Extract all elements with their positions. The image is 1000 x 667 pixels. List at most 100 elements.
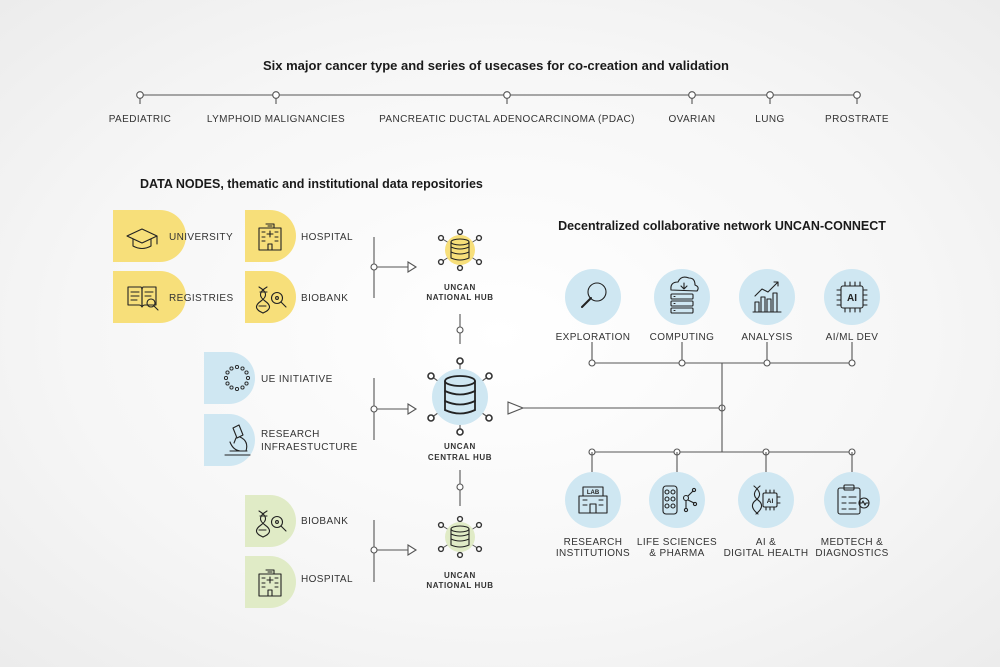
svg-text:UNCAN: UNCAN xyxy=(444,571,476,580)
svg-text:REGISTRIES: REGISTRIES xyxy=(169,293,234,304)
bar-chart-icon xyxy=(752,281,782,313)
lab-sign-label: LAB xyxy=(587,490,600,496)
group1-connector xyxy=(370,237,418,298)
svg-text:BIOBANK: BIOBANK xyxy=(301,293,348,304)
svg-text:HOSPITAL: HOSPITAL xyxy=(301,232,353,243)
timeline-title: Six major cancer type and series of usec… xyxy=(263,58,729,73)
service-analysis: ANALYSIS xyxy=(739,269,795,343)
stakeholder-ai-digital-health: AI AI & DIGITAL HEALTH xyxy=(724,472,809,559)
arrow-icon xyxy=(507,401,525,415)
hub-nodes xyxy=(437,228,483,272)
arrow-icon xyxy=(407,261,418,273)
hub-links xyxy=(456,314,464,506)
database-icon xyxy=(450,525,470,548)
data-nodes-title: DATA NODES, thematic and institutional d… xyxy=(140,177,483,191)
svg-text:PROSTRATE: PROSTRATE xyxy=(825,114,889,125)
timeline-node-pdac: PANCREATIC DUCTAL ADENOCARCINOMA (PDAC) xyxy=(379,91,635,125)
svg-text:BIOBANK: BIOBANK xyxy=(301,516,348,527)
svg-text:DIGITAL HEALTH: DIGITAL HEALTH xyxy=(724,548,809,559)
svg-text:PANCREATIC DUCTAL ADENOCARCINO: PANCREATIC DUCTAL ADENOCARCINOMA (PDAC) xyxy=(379,114,635,125)
hub-circle xyxy=(432,369,488,425)
svg-text:INSTITUTIONS: INSTITUTIONS xyxy=(556,548,630,559)
hub-nodes xyxy=(427,357,493,436)
timeline-node-prostrate: PROSTRATE xyxy=(825,91,889,125)
svg-text:LYMPHOID MALIGNANCIES: LYMPHOID MALIGNANCIES xyxy=(207,114,345,125)
service-ai-ml-dev: AI AI/ML DEV xyxy=(824,269,880,343)
hospital-building-icon xyxy=(258,569,282,597)
arrow-icon xyxy=(407,544,418,556)
university-badge xyxy=(113,210,186,262)
timeline-node-ovarian: OVARIAN xyxy=(668,91,715,125)
data-node-ue-initiative: UE INITIATIVE xyxy=(204,352,333,404)
pills-molecule-icon xyxy=(662,485,698,515)
data-node-registries: REGISTRIES xyxy=(113,271,234,323)
database-icon xyxy=(450,238,470,261)
svg-text:LIFE SCIENCES: LIFE SCIENCES xyxy=(637,537,717,548)
ai-chip-icon xyxy=(836,281,868,313)
clipboard-heartbeat-icon xyxy=(837,484,870,515)
svg-text:PAEDIATRIC: PAEDIATRIC xyxy=(109,114,172,125)
svg-text:MEDTECH &: MEDTECH & xyxy=(821,537,884,548)
svg-text:DIAGNOSTICS: DIAGNOSTICS xyxy=(815,548,888,559)
hub-nodes xyxy=(437,515,483,559)
svg-text:RESEARCH: RESEARCH xyxy=(564,537,623,548)
registries-badge xyxy=(113,271,186,323)
data-node-biobank-top: BIOBANK xyxy=(245,271,348,323)
hospital-building-icon xyxy=(258,223,282,251)
dna-ai-chip-icon xyxy=(751,485,781,515)
data-node-research-infrastructure: RESEARCH INFRAESTUCTURE xyxy=(204,414,358,466)
svg-text:OVARIAN: OVARIAN xyxy=(668,114,715,125)
svg-text:RESEARCH: RESEARCH xyxy=(261,429,320,440)
arrow-icon xyxy=(407,403,418,415)
group2-connector xyxy=(370,378,418,440)
lab-building-icon xyxy=(578,486,608,514)
svg-text:UNCAN: UNCAN xyxy=(444,442,476,451)
ue-initiative-badge xyxy=(204,352,255,404)
svg-text:CENTRAL HUB: CENTRAL HUB xyxy=(428,453,492,462)
svg-text:HOSPITAL: HOSPITAL xyxy=(301,574,353,585)
ai-chip-label: AI xyxy=(767,498,774,505)
svg-text:UNIVERSITY: UNIVERSITY xyxy=(169,232,233,243)
svg-text:EXPLORATION: EXPLORATION xyxy=(556,332,631,343)
biobank-badge xyxy=(245,495,296,547)
svg-text:& PHARMA: & PHARMA xyxy=(649,548,704,559)
stakeholder-connectors xyxy=(591,452,853,472)
timeline-node-lung: LUNG xyxy=(755,91,784,125)
svg-text:AI &: AI & xyxy=(756,537,777,548)
stakeholder-medtech-diagnostics: MEDTECH & DIAGNOSTICS xyxy=(815,472,888,559)
svg-text:ANALYSIS: ANALYSIS xyxy=(741,332,792,343)
hub-circle xyxy=(445,235,475,265)
svg-text:UE INITIATIVE: UE INITIATIVE xyxy=(261,374,333,385)
timeline-node-lymphoid: LYMPHOID MALIGNANCIES xyxy=(207,91,345,125)
national-hub-top: UNCAN NATIONAL HUB xyxy=(426,228,493,302)
graduation-cap-icon xyxy=(126,228,158,250)
central-hub: UNCAN CENTRAL HUB xyxy=(427,357,493,462)
research-infrastructure-badge xyxy=(204,414,255,466)
microscope-icon xyxy=(224,424,251,456)
book-search-icon xyxy=(127,286,159,311)
network-title: Decentralized collaborative network UNCA… xyxy=(558,219,886,233)
cloud-server-icon xyxy=(670,276,699,314)
data-node-hospital-top: HOSPITAL xyxy=(245,210,353,262)
database-icon xyxy=(444,375,476,415)
svg-text:AI/ML DEV: AI/ML DEV xyxy=(826,332,879,343)
stakeholder-research-institutions: LAB RESEARCH INSTITUTIONS xyxy=(556,472,630,559)
svg-text:NATIONAL HUB: NATIONAL HUB xyxy=(426,581,493,590)
national-hub-bottom: UNCAN NATIONAL HUB xyxy=(426,515,493,590)
svg-text:COMPUTING: COMPUTING xyxy=(650,332,715,343)
biobank-badge xyxy=(245,271,296,323)
service-computing: COMPUTING xyxy=(650,269,715,343)
data-node-university: UNIVERSITY xyxy=(113,210,233,262)
eu-stars-icon xyxy=(223,364,251,392)
svg-text:LUNG: LUNG xyxy=(755,114,784,125)
data-node-hospital-bottom: HOSPITAL xyxy=(245,556,353,608)
svg-text:INFRAESTUCTURE: INFRAESTUCTURE xyxy=(261,442,358,453)
svg-text:UNCAN: UNCAN xyxy=(444,283,476,292)
timeline-node-paediatric: PAEDIATRIC xyxy=(109,91,172,125)
stakeholder-life-sciences-pharma: LIFE SCIENCES & PHARMA xyxy=(637,472,717,559)
data-node-biobank-bottom: BIOBANK xyxy=(245,495,348,547)
cancer-types-timeline: Six major cancer type and series of usec… xyxy=(109,58,889,125)
hub-circle xyxy=(445,522,475,552)
dna-magnifier-icon xyxy=(255,286,287,314)
